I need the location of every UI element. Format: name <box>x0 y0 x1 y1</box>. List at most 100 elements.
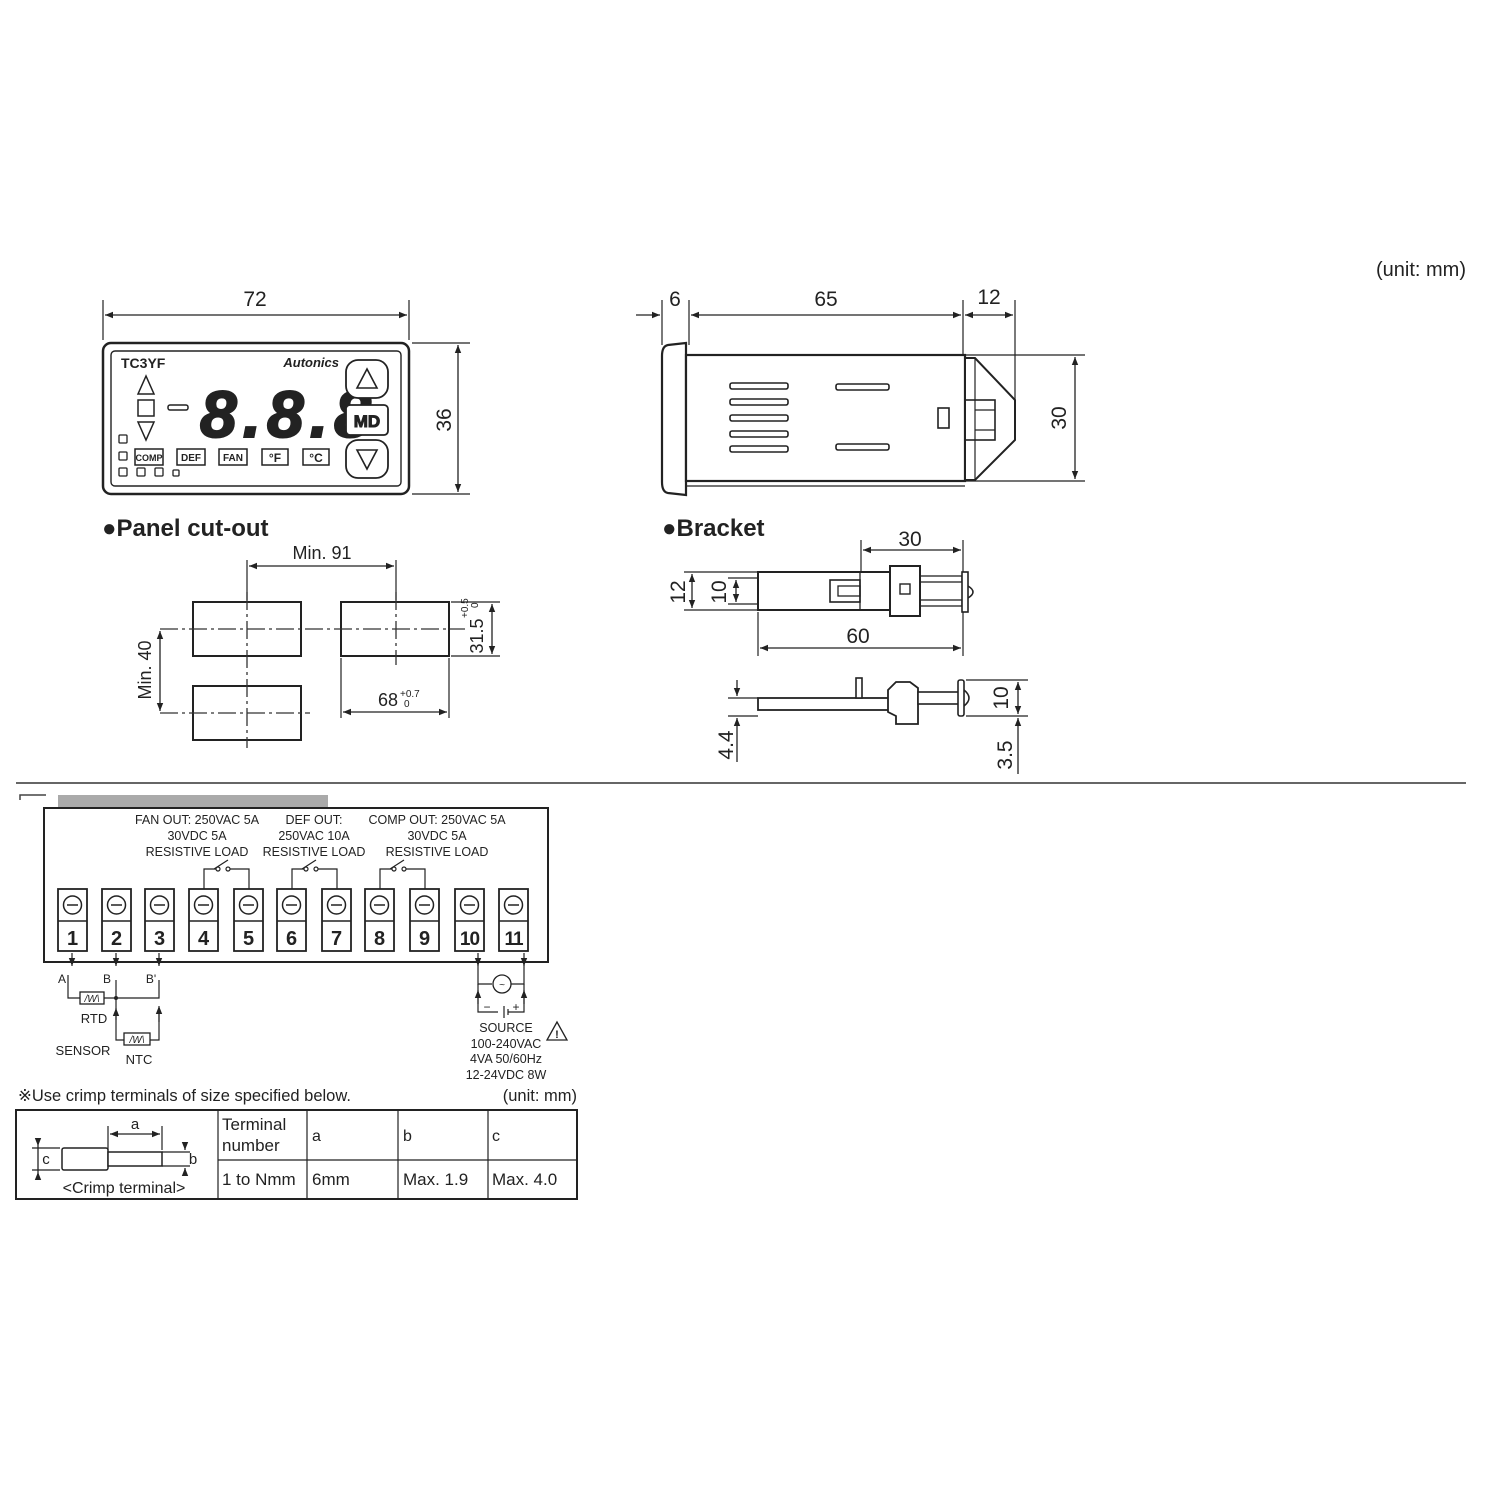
crimp-terminal-label: <Crimp terminal> <box>63 1180 186 1197</box>
front-bezel <box>101 341 411 496</box>
terminal-7[interactable]: 7 <box>321 888 352 952</box>
bracket-dim-60: 60 <box>846 625 869 648</box>
indicator-def: DEF <box>181 453 201 464</box>
source-line-3: 4VA 50/60Hz <box>470 1052 542 1066</box>
panel-cutout: ●Panel cut-out Min. 91 Min. 40 31.5 +0.5… <box>102 515 500 748</box>
crimp-terminal-icon <box>32 1126 190 1180</box>
resistor-rtd: /W\ <box>84 994 100 1005</box>
def-out-line-3: RESISTIVE LOAD <box>263 845 366 859</box>
cell-b: Max. 1.9 <box>403 1170 468 1189</box>
side-body <box>684 353 967 483</box>
side-dim-65: 65 <box>814 288 837 311</box>
sensor-label: SENSOR <box>56 1043 111 1058</box>
crimp-unit: (unit: mm) <box>503 1087 577 1105</box>
bracket-dim-12: 12 <box>667 580 690 603</box>
terminal-5[interactable]: 5 <box>233 888 264 952</box>
fan-out-line-2: 30VDC 5A <box>167 829 227 843</box>
model-label: TC3YF <box>121 355 166 371</box>
terminal-4-label: 4 <box>198 928 210 950</box>
crimp-dim-a: a <box>131 1116 140 1133</box>
terminal-2[interactable]: 2 <box>101 888 132 952</box>
cell-a: 6mm <box>312 1170 350 1189</box>
terminal-6-label: 6 <box>286 928 297 950</box>
cutout-min91: Min. 91 <box>292 543 351 563</box>
cell-terminal: 1 to Nmm <box>222 1170 296 1189</box>
crimp-dim-c: c <box>42 1151 50 1168</box>
cutout-w: 68 <box>378 690 398 710</box>
cutout-h-tol-bot: 0 <box>470 602 481 608</box>
header-b: b <box>403 1128 412 1145</box>
terminal-6[interactable]: 6 <box>276 888 307 952</box>
cutout-h: 31.5 <box>467 618 487 653</box>
indicator-comp: COMP <box>136 453 163 463</box>
down-button[interactable] <box>345 439 389 479</box>
bracket-dim-10b: 10 <box>990 686 1013 709</box>
svg-text:!: ! <box>555 1029 559 1041</box>
comp-out-line-2: 30VDC 5A <box>407 829 467 843</box>
side-height-label: 30 <box>1048 406 1071 429</box>
side-dim-12: 12 <box>977 286 1000 309</box>
terminal-9-label: 9 <box>419 928 430 950</box>
terminal-10[interactable]: 10 <box>454 888 485 952</box>
bracket: ●Bracket 30 12 10 60 <box>662 515 1028 774</box>
cutout-w-tol-top: +0.7 <box>400 689 420 700</box>
terminal-7-label: 7 <box>331 928 342 950</box>
terminal-4[interactable]: 4 <box>188 888 219 952</box>
up-button-icon <box>355 367 379 389</box>
fan-out-line-3: RESISTIVE LOAD <box>146 845 249 859</box>
cell-c: Max. 4.0 <box>492 1170 557 1189</box>
bracket-dim-30: 30 <box>898 528 921 551</box>
up-arrow-icon <box>136 374 156 395</box>
source-minus: − <box>483 1000 490 1014</box>
panel-cutout-title: ●Panel cut-out <box>102 515 269 542</box>
terminal-8[interactable]: 8 <box>364 888 395 952</box>
source-ac-symbol: ~ <box>499 980 505 991</box>
cutout-min40: Min. 40 <box>135 640 155 699</box>
bracket-title: ●Bracket <box>662 515 765 542</box>
warning-icon <box>545 1020 569 1041</box>
cutout-h-tol-top: +0.5 <box>460 598 471 618</box>
terminal-3[interactable]: 3 <box>144 888 175 952</box>
square-indicator-icon <box>137 399 155 417</box>
terminal-8-label: 8 <box>374 928 385 950</box>
source-wiring <box>474 953 528 1018</box>
terminal-1[interactable]: 1 <box>57 888 88 952</box>
source-plus: + <box>512 1000 519 1014</box>
bracket-dim-10a: 10 <box>708 580 731 603</box>
indicator-celsius: °C <box>309 451 323 465</box>
terminal-10-label: 10 <box>460 929 480 950</box>
sensor-label-b: B <box>103 972 111 986</box>
indicator-fahrenheit: °F <box>269 451 281 465</box>
comp-out-line-3: RESISTIVE LOAD <box>386 845 489 859</box>
sensor-wiring <box>67 953 163 1046</box>
side-view: 6 65 12 30 <box>636 286 1085 497</box>
md-button-label: MD <box>354 412 380 431</box>
front-width-label: 72 <box>243 288 266 311</box>
terminal-11[interactable]: 11 <box>498 888 529 952</box>
terminal-2-label: 2 <box>111 928 122 950</box>
header-a: a <box>312 1128 321 1145</box>
ntc-label: NTC <box>126 1052 153 1067</box>
md-button[interactable] <box>345 404 389 436</box>
sensor-label-b2: B' <box>146 972 156 986</box>
bracket-dim-35: 3.5 <box>994 740 1017 769</box>
comp-out-line-1: COMP OUT: 250VAC 5A <box>368 813 506 827</box>
def-out-line-1: DEF OUT: <box>286 813 343 827</box>
terminal-3-label: 3 <box>154 928 165 950</box>
side-dim-6: 6 <box>669 288 681 311</box>
source-line-2: 100-240VAC <box>471 1037 542 1051</box>
terminal-5-label: 5 <box>243 928 254 950</box>
source-line-1: SOURCE <box>479 1021 532 1035</box>
down-arrow-icon <box>136 421 156 442</box>
up-button[interactable] <box>345 359 389 399</box>
connections: FAN OUT: 250VAC 5A 30VDC 5A RESISTIVE LO… <box>43 807 569 1082</box>
terminal-9[interactable]: 9 <box>409 888 440 952</box>
unit-label: (unit: mm) <box>1376 259 1466 281</box>
header-c: c <box>492 1128 500 1145</box>
rtd-label: RTD <box>81 1011 107 1026</box>
fan-out-line-1: FAN OUT: 250VAC 5A <box>135 813 260 827</box>
indicator-fan: FAN <box>223 453 243 464</box>
terminal-row: 1 2 3 4 5 6 7 8 9 10 11 <box>57 888 529 952</box>
